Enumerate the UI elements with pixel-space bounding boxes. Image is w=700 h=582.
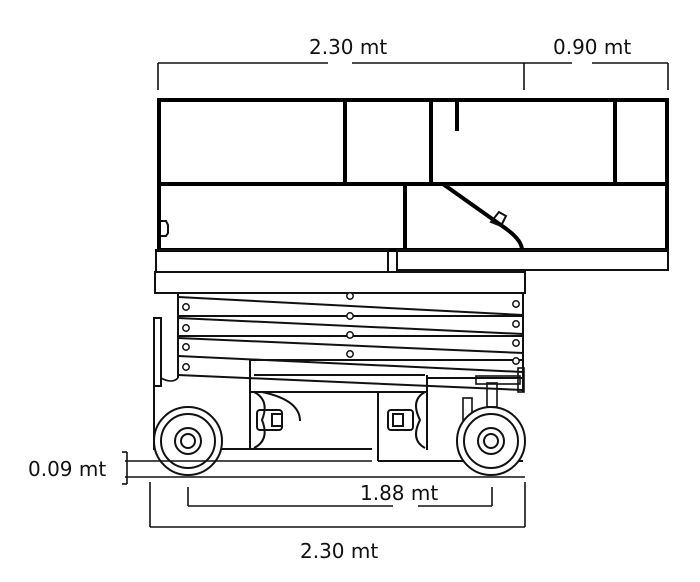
overall-length-label: 2.30 mt xyxy=(300,539,378,563)
wheelbase-dimension xyxy=(187,487,493,507)
scissor-arms xyxy=(177,292,525,450)
ground-clearance-label: 0.09 mt xyxy=(28,457,106,481)
extension-length-label: 0.90 mt xyxy=(553,35,631,59)
platform-length-label: 2.30 mt xyxy=(309,35,387,59)
platform-guardrail xyxy=(157,98,669,252)
front-wheel xyxy=(153,406,223,476)
rear-wheel xyxy=(456,406,526,476)
top-dimension-lines xyxy=(157,62,669,90)
wheelbase-label: 1.88 mt xyxy=(360,481,438,505)
ground-clearance-dimension xyxy=(122,451,525,485)
platform-deck xyxy=(154,249,669,294)
overall-length-dimension xyxy=(149,482,526,528)
